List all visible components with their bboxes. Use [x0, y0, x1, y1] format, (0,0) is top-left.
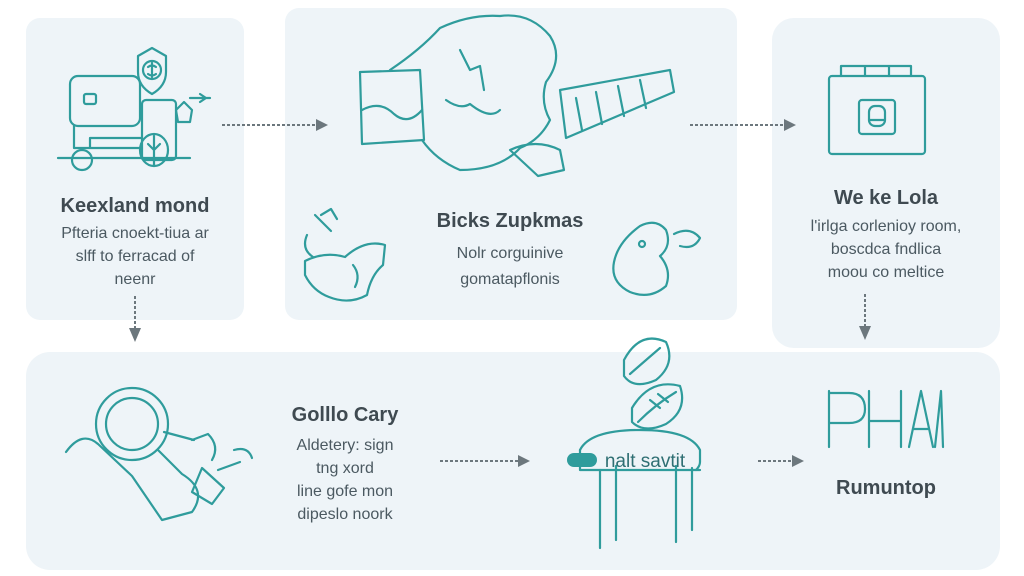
- step-5-label: nalt savtit: [604, 451, 686, 472]
- step-4-desc-line-2: tng xord: [316, 460, 374, 477]
- arrow-right-4: [758, 455, 804, 467]
- step-4-desc-line-3: line gofe mon: [296, 483, 394, 500]
- step-4-title: Golllo Cary: [291, 404, 399, 426]
- step-3-desc-line-1: l'irlga corlenioy room,: [810, 218, 962, 235]
- pig-icon: [612, 221, 702, 297]
- step-panel-3: [772, 18, 1000, 348]
- shield-coin-truck-icon: [56, 46, 212, 172]
- pill-icon: [567, 453, 597, 467]
- map-icon: [358, 14, 676, 178]
- step-1-desc-line-1: Pfteria cnoekt-tiua ar: [61, 225, 209, 242]
- step-2-title: Bicks Zupkmas: [436, 210, 584, 232]
- step-2-desc-line-1: Nolr corguinive: [456, 245, 564, 262]
- locker-icon: [827, 64, 927, 156]
- cat-icon: [303, 207, 387, 302]
- step-4-desc-line-1: Aldetery: sign: [296, 437, 394, 454]
- step-1-title: Keexland mond: [60, 195, 210, 217]
- step-3-desc-line-2: boscdca fndlica: [830, 241, 942, 258]
- arrow-right-1: [222, 119, 328, 131]
- step-3-title: We ke Lola: [833, 187, 939, 209]
- pha-letters-icon: [827, 389, 945, 449]
- arrow-right-3: [440, 455, 530, 467]
- step-4-desc-line-4: dipeslo noork: [297, 506, 393, 523]
- step-6-title: Rumuntop: [836, 477, 936, 499]
- step-2-desc-line-2: gomatapflonis: [460, 271, 560, 288]
- arrow-down-2: [859, 294, 871, 340]
- arrow-down-1: [129, 296, 141, 342]
- table-leaves-icon: [578, 337, 702, 550]
- step-3-desc-line-3: moou co meltice: [827, 264, 945, 281]
- arrow-right-2: [690, 119, 796, 131]
- step-panel-1: [26, 18, 244, 320]
- step-1-desc-line-3: neenr: [114, 271, 156, 288]
- step-1-desc-line-2: slff to ferracad of: [75, 248, 195, 265]
- step-panel-2: [285, 8, 737, 320]
- magnifier-device-icon: [64, 386, 254, 522]
